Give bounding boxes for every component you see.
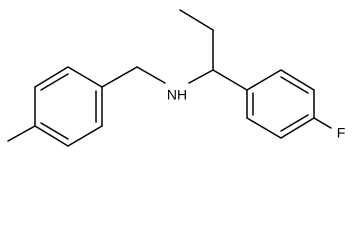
fluorophenyl-double-bond-a: [280, 76, 309, 94]
fluorophenyl-bond-4: [280, 117, 315, 139]
fluorophenyl-bond-2: [280, 69, 315, 91]
structure-canvas: NH F: [7, 9, 346, 147]
n-ch-bond: [188, 69, 214, 84]
fluorophenyl-bond-1: [246, 69, 282, 91]
fluorine-label: F: [337, 125, 346, 141]
ch2-n-bond: [136, 66, 166, 84]
tolyl-bond-4: [34, 125, 69, 147]
c-f-bond: [313, 117, 332, 129]
fluorophenyl-bond-5: [246, 117, 282, 139]
tolyl-bond-5: [67, 125, 103, 147]
tolyl-bond-1: [67, 66, 103, 88]
ethyl-ch3-bond: [179, 9, 214, 31]
amine-label: NH: [167, 87, 187, 103]
fluorophenyl-ring: [246, 69, 315, 139]
benzyl-ch2-bond: [101, 66, 138, 88]
ch-aryl-bond: [212, 69, 248, 91]
fluorophenyl-double-bond-b: [280, 114, 309, 132]
methyl-bond: [7, 125, 36, 142]
tolyl-double-bond-b: [40, 122, 69, 140]
tolyl-double-bond-a: [40, 73, 69, 91]
tolyl-ring: [34, 66, 103, 147]
tolyl-bond-2: [34, 66, 69, 88]
